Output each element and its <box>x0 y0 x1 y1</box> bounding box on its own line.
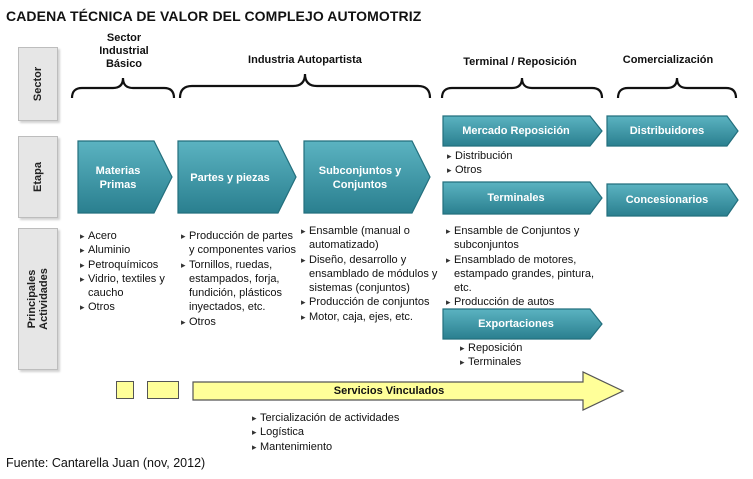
list-item: Producción de autos <box>446 295 604 310</box>
brace-comercializacion <box>616 77 738 99</box>
list-item: Tercialización de actividades <box>252 411 452 426</box>
activities-materias: Acero Aluminio Petroquímicos Vidrio, tex… <box>80 229 176 315</box>
list-item: Mantenimiento <box>252 440 452 455</box>
activities-terminales: Ensamble de Conjuntos y subconjuntos Ens… <box>446 224 604 310</box>
list-item: Motor, caja, ejes, etc. <box>301 310 443 325</box>
list-item: Otros <box>181 315 299 330</box>
row-label-sector-text: Sector <box>32 66 44 102</box>
sector-basico-line3: Básico <box>105 58 143 70</box>
list-item: Aluminio <box>80 243 176 258</box>
activities-exportaciones: Reposición Terminales <box>460 341 590 370</box>
list-item: Otros <box>447 163 597 178</box>
list-item: Distribución <box>447 149 597 164</box>
services-list: Tercialización de actividades Logística … <box>252 411 452 454</box>
list-item: Producción de partes y componentes vario… <box>181 229 299 258</box>
services-arrow <box>192 371 625 411</box>
sector-header-comercializacion: Comercialización <box>622 54 714 66</box>
service-block-1 <box>116 381 134 399</box>
list-item: Ensamble de Conjuntos y subconjuntos <box>446 224 604 253</box>
stage-concesionarios-arrow <box>606 183 739 217</box>
row-label-etapa: Etapa <box>18 136 58 218</box>
stage-materias-arrow <box>77 140 173 214</box>
list-item: Tornillos, ruedas, estampados, forja, fu… <box>181 258 299 315</box>
services-label: Servicios Vinculados <box>333 385 445 397</box>
sector-header-autopartista: Industria Autopartista <box>248 54 362 66</box>
list-item: Reposición <box>460 341 590 356</box>
stage-terminales-arrow <box>442 181 603 215</box>
list-item: Otros <box>80 300 176 315</box>
service-block-2 <box>147 381 179 399</box>
stage-exportaciones-arrow <box>442 308 603 340</box>
page-title: CADENA TÉCNICA DE VALOR DEL COMPLEJO AUT… <box>6 8 422 24</box>
source-note: Fuente: Cantarella Juan (nov, 2012) <box>6 456 206 470</box>
activities-mercado: Distribución Otros <box>447 149 597 178</box>
sector-basico-line1: Sector <box>106 32 142 44</box>
row-label-actividades-line1: Principales <box>26 269 38 329</box>
stage-mercado-arrow <box>442 115 603 147</box>
brace-autopartista <box>178 73 432 99</box>
sector-basico-line2: Industrial <box>99 45 149 57</box>
stage-partes-arrow <box>177 140 297 214</box>
list-item: Producción de conjuntos <box>301 295 443 310</box>
list-item: Ensamblado de motores, estampado grandes… <box>446 253 604 296</box>
activities-subconjuntos: Ensamble (manual o automatizado) Diseño,… <box>301 224 443 324</box>
row-label-actividades-text: Principales Actividades <box>26 268 50 330</box>
stage-distribuidores-arrow <box>606 115 739 147</box>
list-item: Ensamble (manual o automatizado) <box>301 224 443 253</box>
activities-partes: Producción de partes y componentes vario… <box>181 229 299 329</box>
list-item: Logística <box>252 425 452 440</box>
row-label-actividades-line2: Actividades <box>38 268 50 330</box>
row-label-sector: Sector <box>18 47 58 121</box>
row-label-actividades: Principales Actividades <box>18 228 58 370</box>
stage-subconjuntos-arrow <box>303 140 431 214</box>
brace-basico <box>70 77 176 99</box>
list-item: Diseño, desarrollo y ensamblado de módul… <box>301 253 443 296</box>
sector-header-basico: Sector Industrial Básico <box>80 32 168 71</box>
list-item: Acero <box>80 229 176 244</box>
list-item: Terminales <box>460 355 590 370</box>
list-item: Petroquímicos <box>80 258 176 273</box>
list-item: Vidrio, textiles y caucho <box>80 272 176 301</box>
sector-header-terminal: Terminal / Reposición <box>463 56 577 68</box>
brace-terminal <box>440 77 604 99</box>
row-label-etapa-text: Etapa <box>32 162 44 192</box>
